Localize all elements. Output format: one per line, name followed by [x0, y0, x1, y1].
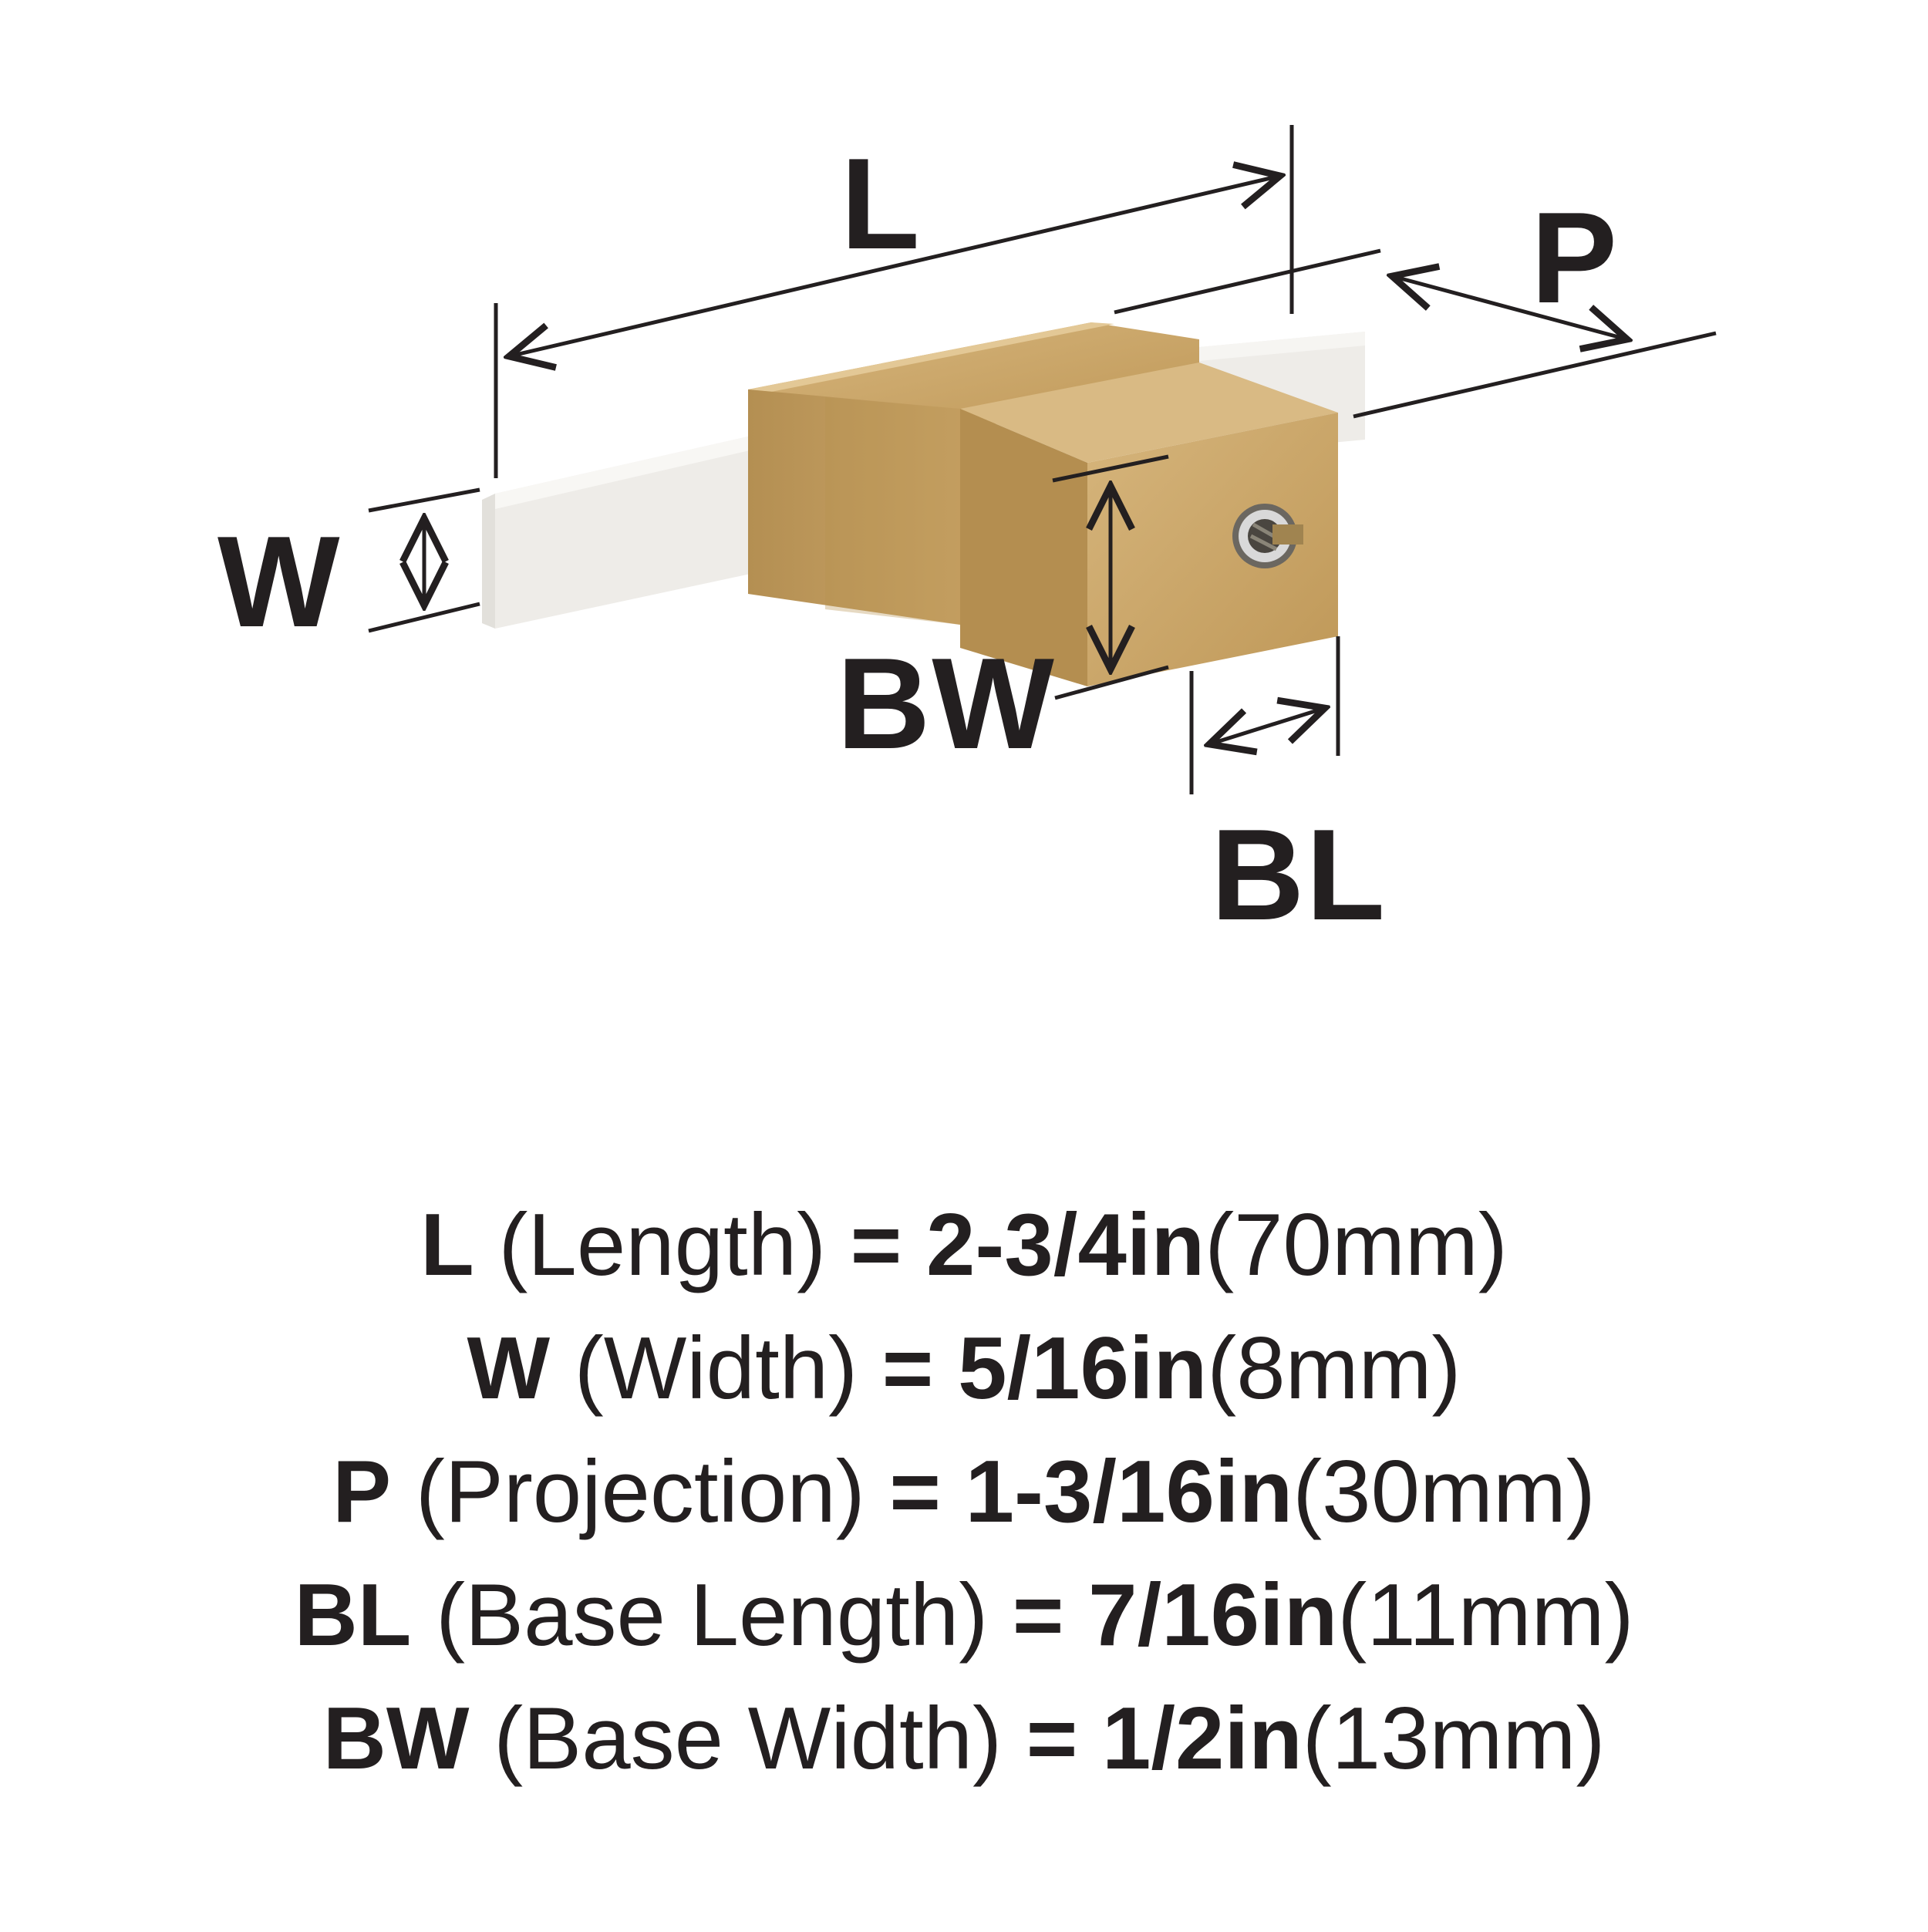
spec-symbol: W [467, 1320, 551, 1418]
spec-imperial: 5/16in [958, 1320, 1208, 1418]
bw-extension-top [1052, 454, 1169, 483]
spec-name: (Base Width) [494, 1690, 1003, 1788]
spec-name: (Width) [574, 1320, 858, 1418]
spec-metric: (13mm) [1302, 1690, 1606, 1788]
spec-equals: = [1012, 1566, 1064, 1664]
spec-equals: = [881, 1320, 934, 1418]
spec-width: W (Width) = 5/16in(8mm) [0, 1307, 1928, 1431]
spec-equals: = [889, 1443, 941, 1541]
spec-base-width: BW (Base Width) = 1/2in(13mm) [0, 1677, 1928, 1801]
spec-metric: (30mm) [1293, 1443, 1596, 1541]
spec-symbol: BW [322, 1690, 470, 1788]
p-extension-bottom [1353, 331, 1717, 419]
brass-left-wing [748, 389, 960, 625]
label-p: P [1531, 185, 1620, 330]
label-bl: BL [1211, 802, 1387, 947]
spec-imperial: 7/16in [1088, 1566, 1338, 1664]
dimension-specs: L (Length) = 2-3/4in(70mm) W (Width) = 5… [0, 1184, 1928, 1801]
screw-insert [1232, 504, 1303, 568]
l-dimension-arrow [509, 176, 1280, 356]
p-extension-top [1114, 248, 1381, 315]
spec-name: (Projection) [415, 1443, 865, 1541]
spec-symbol: L [420, 1196, 474, 1294]
spec-imperial: 1-3/16in [965, 1443, 1293, 1541]
w-extension-bottom [368, 602, 480, 633]
dimension-lines [368, 125, 1717, 794]
w-extension-top [368, 487, 480, 513]
spec-metric: (8mm) [1207, 1320, 1461, 1418]
spec-imperial: 2-3/4in [926, 1196, 1205, 1294]
label-l: L [841, 131, 922, 276]
label-bw: BW [837, 631, 1056, 776]
spec-imperial: 1/2in [1101, 1690, 1303, 1788]
spec-base-length: BL (Base Length) = 7/16in(11mm) [0, 1554, 1928, 1677]
spec-equals: = [1026, 1690, 1078, 1788]
p-dimension-arrow [1392, 276, 1627, 339]
spec-name: (Length) [498, 1196, 827, 1294]
spec-metric: (70mm) [1205, 1196, 1508, 1294]
spec-projection: P (Projection) = 1-3/16in(30mm) [0, 1431, 1928, 1554]
bw-extension-bottom [1054, 665, 1169, 700]
spec-metric: (11mm) [1337, 1566, 1634, 1664]
spec-name: (Base Length) [436, 1566, 989, 1664]
label-w: W [217, 509, 342, 654]
spec-length: L (Length) = 2-3/4in(70mm) [0, 1184, 1928, 1307]
spec-symbol: BL [294, 1566, 412, 1664]
bl-dimension-arrow [1209, 708, 1325, 744]
spec-equals: = [850, 1196, 902, 1294]
spec-symbol: P [332, 1443, 392, 1541]
